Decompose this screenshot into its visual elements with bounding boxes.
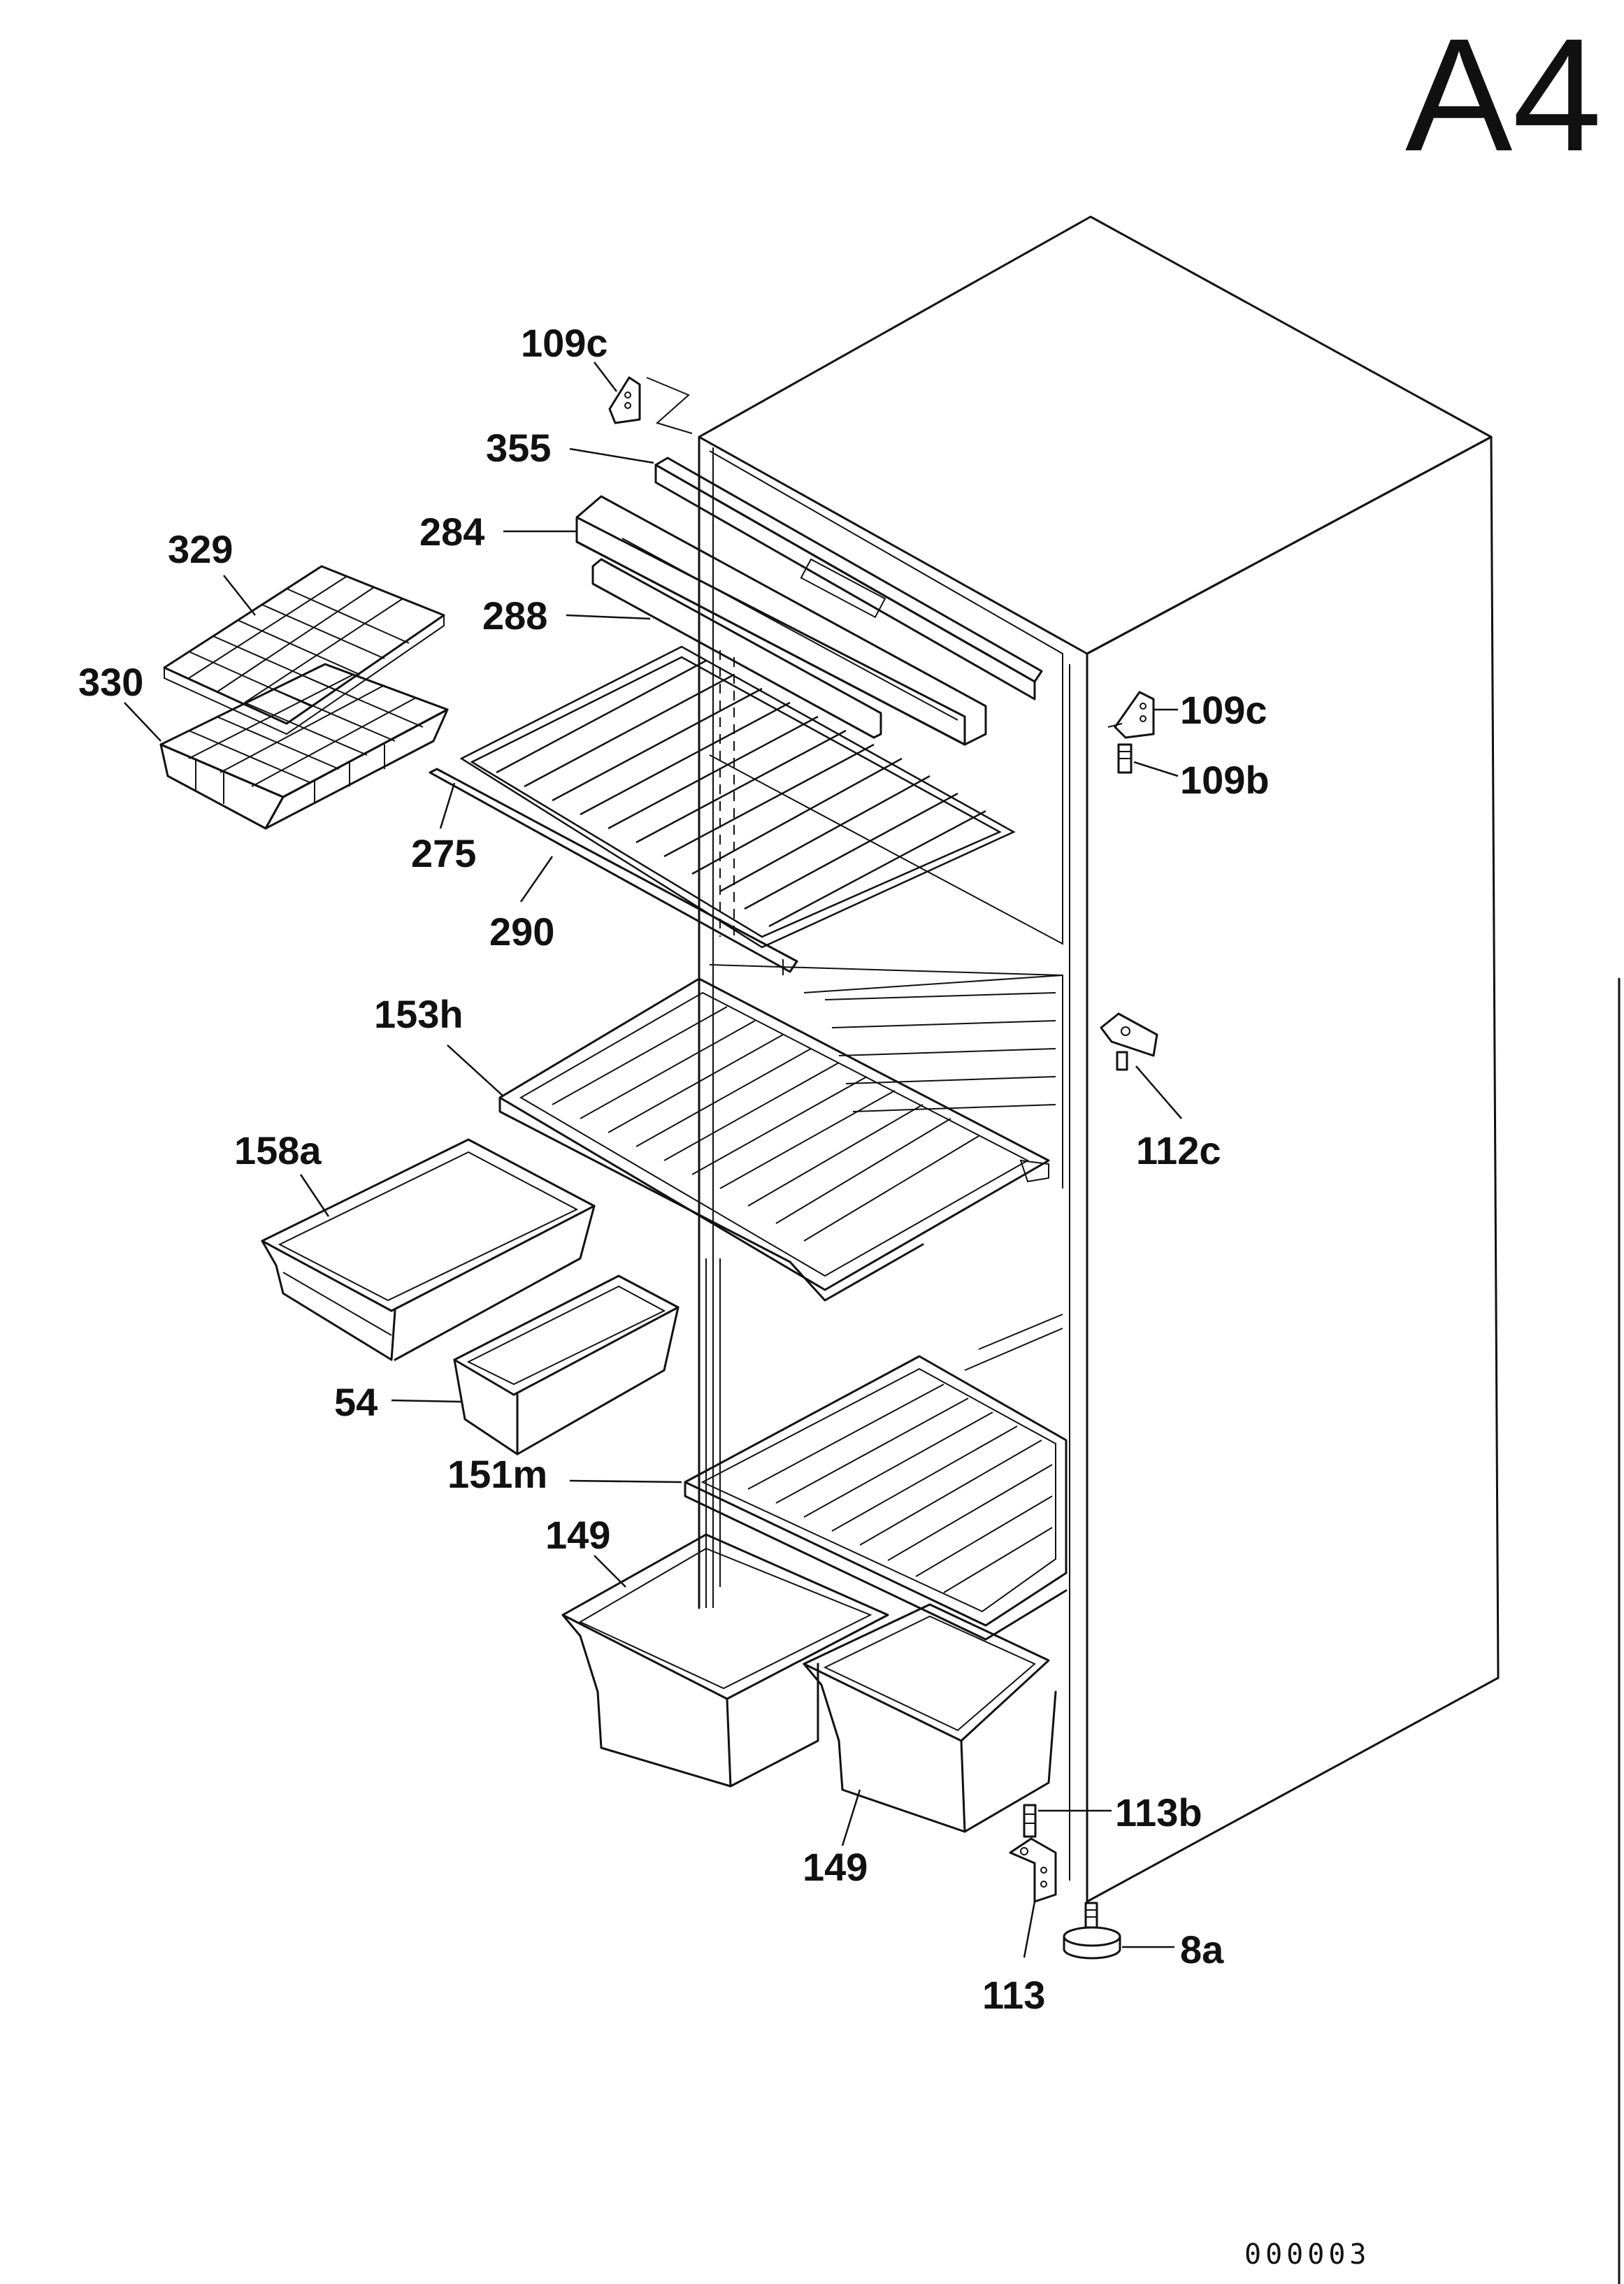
hinge-pin-109b bbox=[1117, 743, 1133, 774]
adjustable-foot-8a bbox=[1063, 1902, 1121, 1960]
leader-290 bbox=[519, 856, 554, 903]
leader-158a bbox=[299, 1174, 330, 1217]
leader-113 bbox=[1023, 1901, 1036, 1958]
label-149-bottom: 149 bbox=[803, 1845, 868, 1889]
sheet-id: A4 bbox=[1405, 5, 1602, 185]
freezer-flap-284 bbox=[575, 495, 987, 746]
shelf-rod-275 bbox=[429, 768, 798, 975]
leader-149-bottom bbox=[841, 1789, 861, 1846]
label-329: 329 bbox=[168, 527, 233, 571]
leader-109c-top bbox=[594, 361, 617, 392]
label-158a: 158a bbox=[234, 1128, 322, 1172]
crisper-149-right bbox=[803, 1603, 1057, 1833]
leader-355 bbox=[569, 447, 654, 464]
small-box-54 bbox=[453, 1274, 680, 1456]
label-8a: 8a bbox=[1180, 1927, 1224, 1971]
label-113b: 113b bbox=[1115, 1790, 1202, 1834]
drawer-158a bbox=[261, 1138, 596, 1361]
label-290: 290 bbox=[489, 910, 554, 954]
label-54: 54 bbox=[334, 1380, 378, 1424]
ice-cube-tray-330 bbox=[159, 663, 449, 830]
leader-151m bbox=[569, 1479, 682, 1484]
drawing-number: 000003 bbox=[1244, 2239, 1371, 2271]
leader-112c bbox=[1135, 1065, 1182, 1119]
leader-54 bbox=[391, 1399, 462, 1403]
ice-tray-lid-329 bbox=[163, 565, 445, 735]
label-288: 288 bbox=[482, 594, 547, 638]
label-109b: 109b bbox=[1180, 758, 1270, 802]
trim-rail-288 bbox=[591, 558, 882, 739]
leader-153h bbox=[447, 1044, 504, 1097]
leader-149-top bbox=[594, 1555, 626, 1588]
label-330: 330 bbox=[78, 660, 143, 704]
leader-329 bbox=[223, 575, 256, 616]
refrigerator-cabinet bbox=[698, 215, 1500, 1903]
seal-strip-355 bbox=[654, 457, 1043, 701]
label-151m: 151m bbox=[447, 1452, 547, 1496]
label-112c: 112c bbox=[1136, 1128, 1221, 1172]
bottom-hinge-113 bbox=[1009, 1837, 1057, 1903]
label-284: 284 bbox=[419, 510, 484, 554]
leader-288 bbox=[566, 614, 651, 620]
label-149-top: 149 bbox=[545, 1513, 610, 1557]
label-153h: 153h bbox=[374, 992, 464, 1036]
leader-330 bbox=[124, 702, 161, 742]
label-275: 275 bbox=[411, 831, 476, 875]
wire-shelf-290 bbox=[459, 645, 1016, 949]
middle-hinge-112c bbox=[1100, 1012, 1158, 1071]
leader-275 bbox=[439, 782, 456, 829]
label-109c-top: 109c bbox=[521, 321, 608, 365]
leader-109b bbox=[1133, 761, 1179, 777]
hinge-pin-113b bbox=[1023, 1804, 1037, 1838]
crisper-149-left bbox=[561, 1533, 889, 1788]
glass-shelf-151m bbox=[684, 1355, 1068, 1641]
label-109c-right: 109c bbox=[1180, 688, 1267, 732]
label-113: 113 bbox=[982, 1973, 1045, 2017]
top-hinge-109c bbox=[608, 376, 693, 434]
label-355: 355 bbox=[486, 426, 551, 470]
right-hinge-109c bbox=[1107, 691, 1155, 739]
glass-shelf-153h bbox=[498, 977, 1050, 1302]
